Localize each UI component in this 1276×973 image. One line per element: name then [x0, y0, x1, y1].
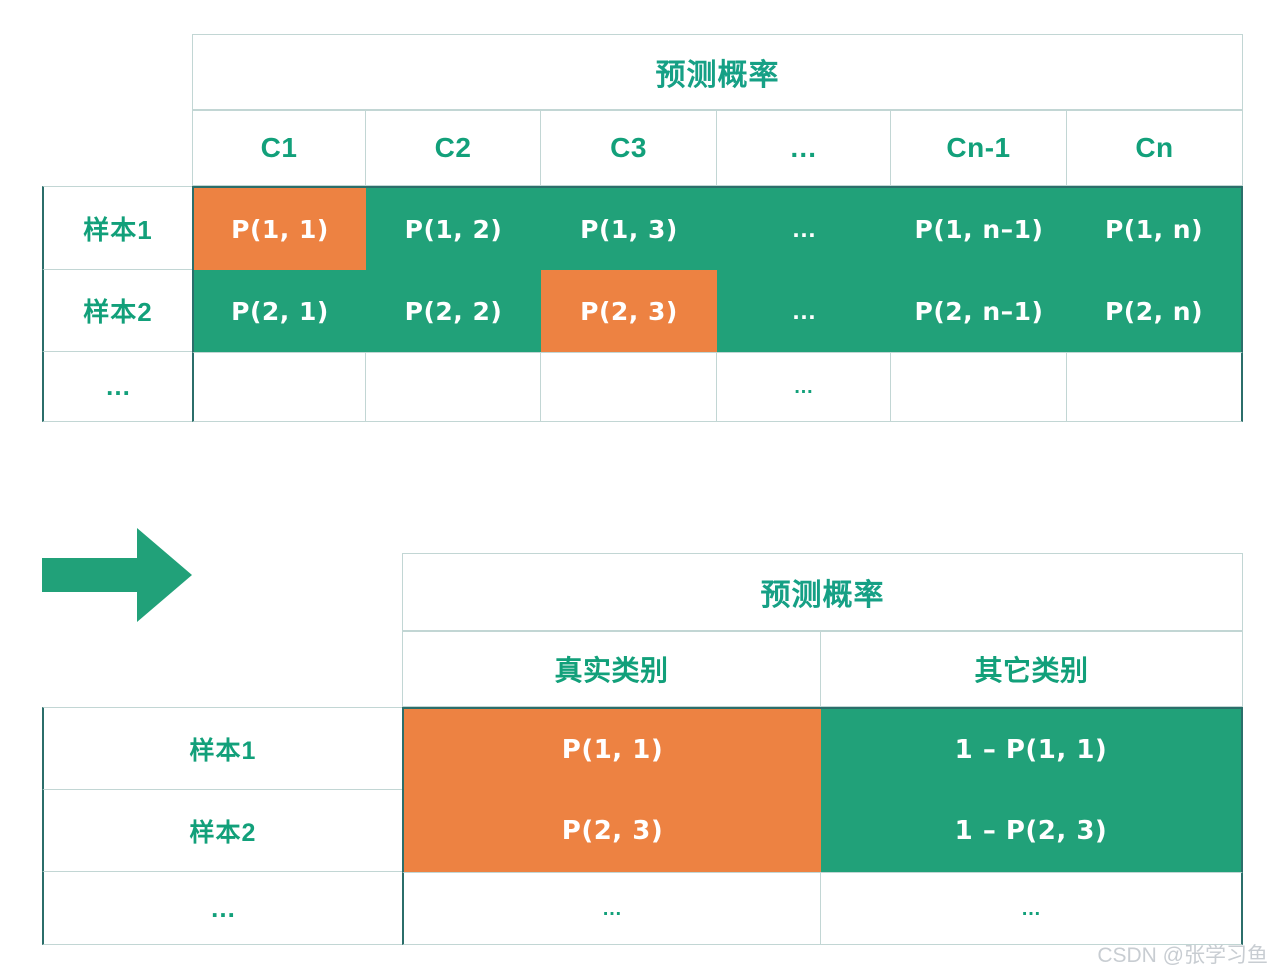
cell-value: 1 – P(2, 3) — [954, 816, 1108, 846]
cell-value: P(1, n–1) — [914, 214, 1044, 244]
table-cell — [541, 352, 717, 422]
table-cell: P(1, n) — [1067, 186, 1243, 270]
cell-value: P(2, 3) — [580, 296, 678, 326]
table-cell — [366, 352, 541, 422]
col-header-label: … — [789, 132, 818, 163]
cell-value: P(2, 3) — [561, 816, 664, 846]
bottom-table-row-label-3: … — [42, 872, 402, 945]
right-arrow-icon — [42, 528, 192, 622]
bottom-table-span-header: 预测概率 — [402, 553, 1243, 631]
row-label: 样本2 — [83, 297, 153, 327]
col-header-label: Cn — [1135, 132, 1174, 163]
cell-value: P(1, 1) — [561, 734, 664, 765]
bottom-table-row-label-2: 样本2 — [42, 790, 402, 872]
top-table-row-label-1: 样本1 — [42, 186, 192, 270]
top-table: 预测概率 C1 C2 C3 … Cn-1 Cn 样本1 样本2 … — [0, 0, 1276, 440]
table-cell: 1 – P(2, 3) — [821, 790, 1243, 872]
bottom-table-span-header-label: 预测概率 — [760, 579, 885, 612]
cell-value: … — [602, 897, 622, 920]
table-cell: 1 – P(1, 1) — [821, 707, 1243, 790]
table-cell — [891, 352, 1067, 422]
col-header-label: C2 — [434, 132, 472, 163]
col-header-label: 真实类别 — [554, 655, 669, 686]
row-label: 样本2 — [189, 818, 257, 847]
row-label: 样本1 — [83, 214, 153, 245]
top-table-col-header-cn-1: Cn-1 — [891, 110, 1067, 186]
table-cell: P(2, 1) — [192, 270, 366, 352]
top-table-row-label-2: 样本2 — [42, 270, 192, 352]
top-table-row-label-3: … — [42, 352, 192, 422]
col-header-label: C1 — [260, 132, 298, 163]
cell-value: P(1, 3) — [580, 214, 678, 244]
table-cell: P(1, 1) — [192, 186, 366, 270]
row-label: 样本1 — [189, 736, 257, 765]
top-table-col-header-cn: Cn — [1067, 110, 1243, 186]
csdn-watermark: CSDN @张学习鱼 — [1097, 944, 1268, 967]
table-cell: P(1, 2) — [366, 186, 541, 270]
top-table-col-header-c3: C3 — [541, 110, 717, 186]
cell-value: P(2, n–1) — [914, 296, 1044, 326]
table-cell: P(2, 3) — [541, 270, 717, 352]
table-cell: P(2, 3) — [402, 790, 821, 872]
table-cell: P(2, n–1) — [891, 270, 1067, 352]
table-cell: … — [717, 186, 891, 270]
table-cell: P(1, 3) — [541, 186, 717, 270]
top-table-col-header-ellipsis: … — [717, 110, 891, 186]
table-cell — [1067, 352, 1243, 422]
row-label: … — [210, 892, 236, 923]
cell-value: P(1, n) — [1104, 214, 1204, 244]
table-cell: P(2, 2) — [366, 270, 541, 352]
bottom-table-col-header-true-class: 真实类别 — [402, 631, 821, 707]
table-cell: … — [717, 352, 891, 422]
bottom-table-col-header-other-class: 其它类别 — [821, 631, 1243, 707]
table-cell: … — [821, 872, 1243, 945]
col-header-label: C3 — [610, 132, 647, 163]
top-table-col-header-c1: C1 — [192, 110, 366, 186]
top-table-span-header: 预测概率 — [192, 34, 1243, 110]
table-cell: P(2, n) — [1067, 270, 1243, 352]
top-table-span-header-label: 预测概率 — [655, 59, 780, 92]
cell-value: P(2, 1) — [231, 296, 329, 326]
cell-value: 1 – P(1, 1) — [954, 734, 1108, 765]
table-cell: … — [402, 872, 821, 945]
table-cell: P(1, 1) — [402, 707, 821, 790]
cell-value: … — [1021, 897, 1041, 920]
col-header-label: Cn-1 — [946, 132, 1011, 163]
cell-value: P(1, 2) — [404, 214, 503, 244]
table-cell: P(1, n–1) — [891, 186, 1067, 270]
table-cell — [192, 352, 366, 422]
col-header-label: 其它类别 — [974, 655, 1089, 686]
cell-value: P(2, n) — [1104, 296, 1204, 326]
cell-value: P(2, 2) — [404, 296, 503, 326]
bottom-table-row-label-1: 样本1 — [42, 707, 402, 790]
table-cell: … — [717, 270, 891, 352]
top-table-col-header-c2: C2 — [366, 110, 541, 186]
cell-value: P(1, 1) — [231, 214, 329, 244]
